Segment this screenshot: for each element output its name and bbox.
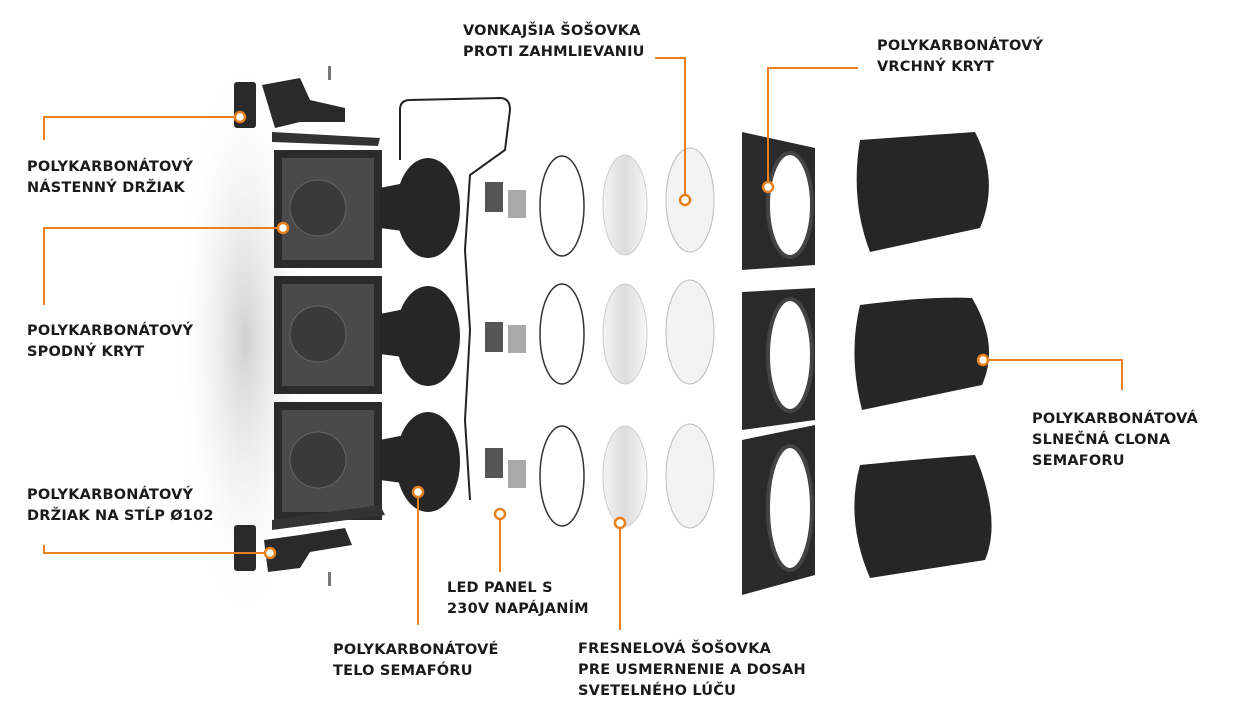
label-line: PROTI ZAHMLIEVANIU (463, 44, 645, 60)
leader-lines (43, 57, 1123, 630)
label-fresnel-lens: FRESNELOVÁ ŠOŠOVKA PRE USMERNENIE A DOSA… (578, 639, 806, 702)
label-line: LED PANEL S (447, 580, 553, 596)
housing-top (274, 150, 382, 268)
housing-bottom (274, 402, 382, 520)
label-line: DRŽIAK NA STĹP Ø102 (27, 508, 214, 524)
label-line: VRCHNÝ KRYT (877, 59, 995, 75)
power-cable (399, 96, 512, 501)
label-top-cover: POLYKARBONÁTOVÝ VRCHNÝ KRYT (877, 36, 1043, 78)
top-covers (742, 132, 815, 595)
label-line: POLYKARBONÁTOVÝ (877, 38, 1044, 54)
outer-lenses (665, 147, 715, 529)
label-line: POLYKARBONÁTOVÁ (1032, 411, 1198, 427)
led-panels (485, 182, 526, 488)
label-line: VONKAJŠIA ŠOŠOVKA (463, 23, 641, 39)
light-bodies (380, 158, 460, 512)
seal-rings (539, 155, 585, 527)
sun-visors (854, 132, 992, 578)
label-line: POLYKARBONÁTOVÉ (333, 642, 499, 658)
label-line: POLYKARBONÁTOVÝ (27, 323, 194, 339)
pole-bracket (234, 505, 385, 586)
label-line: SEMAFORU (1032, 453, 1125, 469)
label-led-panel: LED PANEL S 230V NAPÁJANÍM (447, 578, 589, 620)
label-line: SLNEČNÁ CLONA (1032, 432, 1171, 448)
housing-middle (274, 276, 382, 394)
label-line: NÁSTENNÝ DRŽIAK (27, 180, 185, 196)
label-line: FRESNELOVÁ ŠOŠOVKA (578, 641, 772, 657)
label-line: 230V NAPÁJANÍM (447, 601, 589, 617)
label-pole-bracket: POLYKARBONÁTOVÝ DRŽIAK NA STĹP Ø102 (27, 485, 214, 527)
wall-bracket (234, 66, 380, 146)
label-line: PRE USMERNENIE A DOSAH (578, 662, 806, 678)
label-line: SPODNÝ KRYT (27, 344, 145, 360)
label-line: TELO SEMAFÓRU (333, 663, 473, 679)
label-body: POLYKARBONÁTOVÉ TELO SEMAFÓRU (333, 640, 499, 682)
label-outer-lens: VONKAJŠIA ŠOŠOVKA PROTI ZAHMLIEVANIU (463, 21, 645, 63)
label-line: SVETELNÉHO LÚČU (578, 683, 737, 699)
label-line: POLYKARBONÁTOVÝ (27, 487, 194, 503)
label-line: POLYKARBONÁTOVÝ (27, 159, 194, 175)
housings (274, 150, 382, 520)
callout-dots (233, 110, 990, 560)
label-bottom-cover: POLYKARBONÁTOVÝ SPODNÝ KRYT (27, 321, 193, 363)
label-sun-visor: POLYKARBONÁTOVÁ SLNEČNÁ CLONA SEMAFORU (1032, 409, 1198, 472)
fresnel-lenses (602, 154, 648, 527)
label-wall-bracket: POLYKARBONÁTOVÝ NÁSTENNÝ DRŽIAK (27, 157, 193, 199)
